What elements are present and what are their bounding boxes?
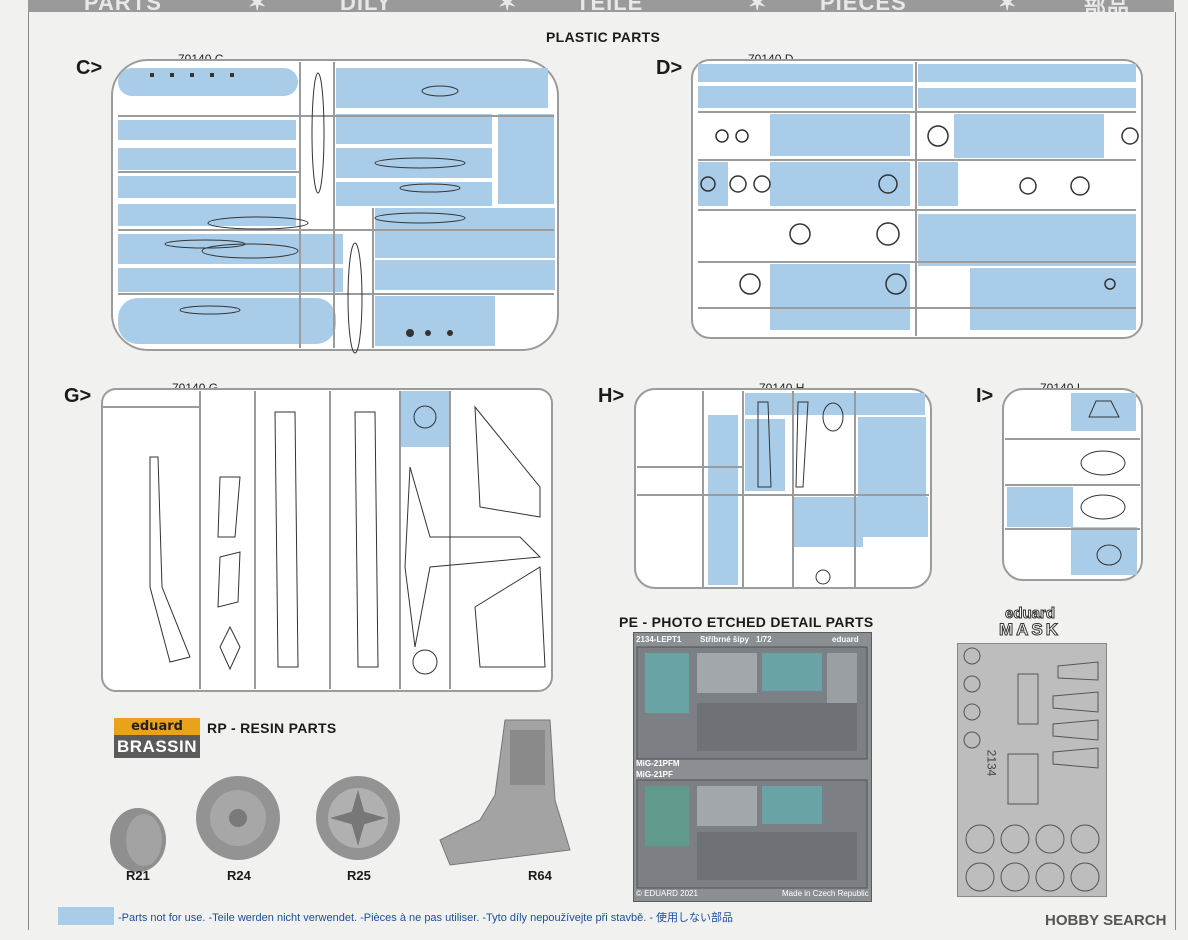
brassin-logo-brand: eduard [114,718,200,735]
mask-shapes [963,647,1100,892]
pe-fret-brand: eduard [832,635,859,644]
resin-label-r21: R21 [126,868,150,883]
resin-label-r25: R25 [347,868,371,883]
pe-heading: PE - PHOTO ETCHED DETAIL PARTS [619,614,874,630]
brassin-logo: eduard BRASSIN [114,718,200,758]
plastic-parts-heading: PLASTIC PARTS [546,29,661,45]
mask-logo-mask: MASK [998,620,1062,639]
resin-seat-r64 [439,719,571,866]
resin-label-r64: R64 [528,868,552,883]
pe-variant-bottom: MiG-21PF [636,770,673,779]
header-parts: PARTS [84,0,162,12]
pe-fret-scale: 1/72 [756,635,772,644]
sprue-h-label: H> [598,385,625,407]
header-separator: ✶ [498,0,517,12]
sprue-g-label: G> [64,385,92,407]
brassin-logo-name: BRASSIN [114,735,200,758]
resin-heading: RP - RESIN PARTS [207,720,337,736]
resin-label-r24: R24 [227,868,251,883]
sprue-d [691,59,1143,339]
sprue-i-label: I> [976,385,994,407]
resin-wheel-r21 [110,808,166,872]
sprue-d-label: D> [656,57,683,79]
top-header-bar: PARTS ✶ DÍLY ✶ TEILE ✶ PIÈCES ✶ 部品 [28,0,1174,12]
header-dily: DÍLY [340,0,392,12]
page-frame [28,12,1176,930]
sprue-i [1002,388,1143,581]
sprue-h [634,388,932,589]
resin-wheel-r25 [316,776,400,860]
header-buhin: 部品 [1084,0,1130,12]
mask-logo-brand: eduard [1004,605,1055,622]
legend-text: -Parts not for use. -Teile werden nicht … [118,912,734,924]
legend-swatch [58,907,114,925]
header-separator: ✶ [998,0,1017,12]
resin-parts-illustration [110,719,571,872]
pe-upper-panel [636,646,868,760]
pe-fret-name: Stříbrné šípy [700,635,749,644]
resin-wheel-r24 [196,776,280,860]
pe-lower-panel [636,779,868,889]
sprue-c-label: C> [76,57,103,79]
sprue-c [111,59,559,354]
watermark: HOBBY SEARCH [1045,912,1167,929]
mask-sheet: 2134 [957,643,1107,897]
header-separator: ✶ [748,0,767,12]
mask-logo: eduard MASK [975,605,1085,639]
sprue-g [101,388,553,692]
pe-made-in: Made in Czech Republic [782,889,869,898]
header-pieces: PIÈCES [820,0,907,12]
pe-variant-top: MiG-21PFM [636,759,680,768]
pe-fret: 2134-LEPT1 Stříbrné šípy 1/72 eduard MiG… [633,632,872,902]
header-separator: ✶ [248,0,267,12]
pe-fret-code: 2134-LEPT1 [636,635,682,644]
header-teile: TEILE [576,0,643,12]
mask-code: 2134 [984,749,999,777]
pe-copyright: © EDUARD 2021 [636,889,698,898]
